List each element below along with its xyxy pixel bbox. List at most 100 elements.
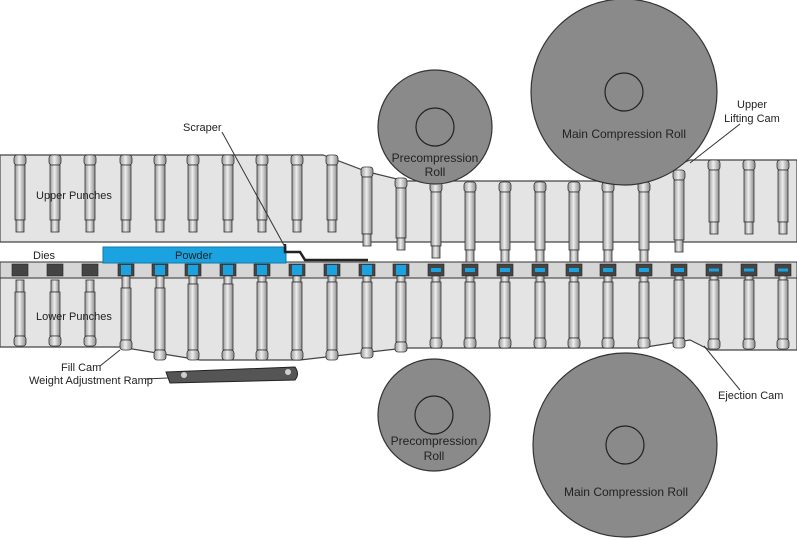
upper-punch: [637, 181, 651, 263]
scraper-label: Scraper: [183, 122, 222, 134]
upper-lifting-cam-leader: [689, 123, 741, 164]
scraper-bar: [283, 244, 368, 262]
die-station: [705, 263, 723, 277]
lower-punch: [498, 269, 512, 349]
die-station: [184, 263, 202, 277]
upper-punch: [672, 169, 686, 253]
lower-precompression-roll-label-line2: Roll: [424, 449, 445, 463]
lower-punch: [533, 269, 547, 349]
upper-punch: [186, 154, 200, 233]
upper-precompression-roll: [377, 69, 493, 185]
die-station: [117, 263, 135, 277]
lower-punch: [290, 269, 304, 361]
upper-punch: [13, 154, 27, 233]
die-station: [427, 263, 445, 277]
lower-punch: [83, 279, 97, 347]
lower-precompression-roll-label-line1: Precompression: [391, 434, 478, 448]
upper-punches-group: [13, 154, 790, 263]
weight-adjustment-ramp: [165, 366, 298, 384]
die-station: [496, 263, 514, 277]
fill-cam-leader: [99, 349, 121, 367]
upper-punch: [601, 181, 615, 263]
die-station: [219, 263, 237, 277]
lower-punch: [255, 269, 269, 361]
die-station: [461, 263, 479, 277]
upper-punch: [83, 154, 97, 233]
upper-precompression-roll-label-line2: Roll: [425, 165, 446, 179]
lower-main-compression-roll-label: Main Compression Roll: [564, 485, 688, 499]
lower-punch: [463, 269, 477, 349]
upper-punch: [255, 154, 269, 233]
ramp-bolt-right: [285, 369, 291, 375]
upper-punch: [153, 154, 167, 233]
weight-adjustment-ramp-label: Weight Adjustment Ramp: [29, 375, 153, 387]
lower-punch: [742, 267, 756, 350]
upper-lifting-cam-label-line2: Lifting Cam: [724, 113, 780, 125]
lower-punch: [325, 269, 339, 361]
ejection-cam-label: Ejection Cam: [718, 390, 783, 402]
lower-punch: [153, 275, 167, 361]
die-station: [670, 263, 688, 277]
upper-punch: [429, 181, 443, 259]
upper-punch: [463, 181, 477, 263]
die-station: [565, 263, 583, 277]
upper-punch: [533, 181, 547, 263]
lower-punch: [637, 269, 651, 349]
die-station: [288, 263, 306, 277]
lower-precompression-roll: [377, 358, 491, 472]
die-station: [599, 263, 617, 277]
upper-punches-label: Upper Punches: [36, 190, 112, 202]
die-station: [358, 263, 376, 277]
die-station: [392, 263, 410, 277]
lower-punch: [186, 271, 200, 361]
lower-punches-label: Lower Punches: [36, 311, 112, 323]
upper-punch: [707, 159, 721, 235]
upper-precompression-roll-label-line1: Precompression: [392, 151, 479, 165]
lower-punch: [119, 275, 133, 351]
upper-punch: [290, 154, 304, 233]
weight-ramp-leader: [144, 377, 169, 380]
die-station: [635, 263, 653, 277]
upper-punch: [394, 177, 408, 251]
lower-punch: [567, 269, 581, 349]
upper-punch: [221, 154, 235, 233]
lower-punch: [707, 267, 721, 350]
die-station: [151, 263, 169, 277]
die-station: [531, 263, 549, 277]
upper-punch: [742, 159, 756, 235]
powder-feeder: [102, 246, 287, 264]
lower-punch: [601, 269, 615, 349]
lower-punch: [13, 279, 27, 347]
ramp-bolt-left: [181, 372, 187, 378]
die-station: [253, 263, 271, 277]
upper-main-compression-roll-label: Main Compression Roll: [562, 127, 686, 141]
ejection-cam-leader: [703, 345, 741, 391]
lower-punch: [48, 279, 62, 347]
die-station: [774, 263, 792, 277]
scraper-leader: [221, 131, 286, 248]
upper-punch: [325, 154, 339, 233]
die-stations-group: [11, 263, 792, 277]
dies-label: Dies: [33, 250, 56, 262]
die-station: [11, 263, 29, 277]
upper-main-compression-roll: [530, 0, 718, 186]
powder-label: Powder: [175, 250, 213, 262]
lower-main-compression-roll: [532, 352, 718, 538]
lower-punch: [360, 269, 374, 359]
die-station: [740, 263, 758, 277]
upper-punch: [776, 159, 790, 235]
die-station: [46, 263, 64, 277]
upper-punch: [48, 154, 62, 233]
lower-punch: [776, 267, 790, 350]
die-station: [81, 263, 99, 277]
lower-punch: [221, 271, 235, 361]
upper-punch: [360, 166, 374, 247]
die-station: [323, 263, 341, 277]
lower-punch: [672, 267, 686, 349]
lower-punch: [394, 269, 408, 353]
upper-lifting-cam-label-line1: Upper: [737, 99, 767, 111]
upper-punch: [119, 154, 133, 233]
lower-punch: [429, 269, 443, 349]
